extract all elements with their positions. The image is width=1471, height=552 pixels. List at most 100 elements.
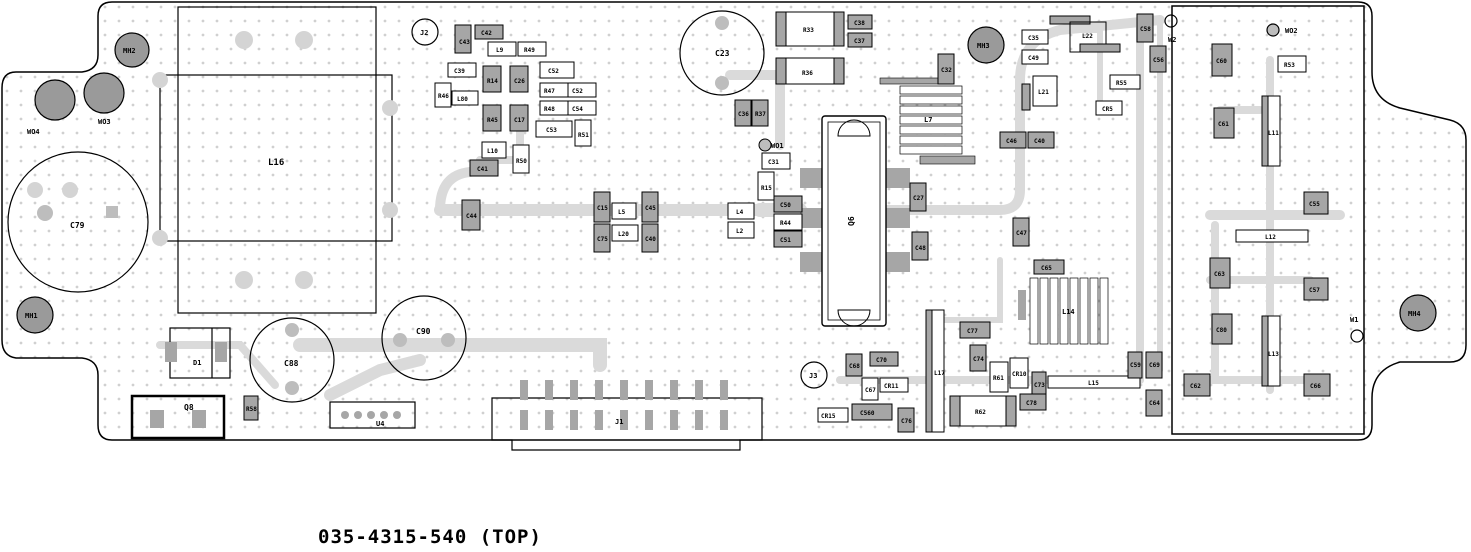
svg-text:R36: R36 (802, 70, 813, 77)
svg-text:C41: C41 (477, 166, 488, 173)
svg-text:L4: L4 (736, 209, 744, 216)
svg-text:L12: L12 (1265, 234, 1276, 241)
transistor-Q6: Q6 (800, 115, 910, 327)
label-L16: L16 (268, 158, 284, 168)
svg-text:R62: R62 (975, 409, 986, 416)
svg-text:C70: C70 (876, 357, 887, 364)
svg-text:CR5: CR5 (1102, 106, 1113, 113)
svg-text:R37: R37 (755, 111, 766, 118)
svg-text:C42: C42 (481, 30, 492, 37)
svg-text:C51: C51 (780, 237, 791, 244)
svg-text:C57: C57 (1309, 287, 1320, 294)
svg-text:Q6: Q6 (847, 216, 856, 226)
svg-text:C59: C59 (1130, 362, 1141, 369)
svg-text:C63: C63 (1214, 271, 1225, 278)
svg-text:C15: C15 (597, 205, 608, 212)
svg-text:R14: R14 (487, 78, 498, 85)
svg-text:C39: C39 (454, 68, 465, 75)
svg-text:C88: C88 (284, 359, 299, 368)
svg-text:L11: L11 (1268, 130, 1279, 137)
pcb-layout: L16 MH2 WO4 WO3 MH1 MH3 MH4 C79 C23 C90 … (1, 1, 1467, 451)
svg-text:C58: C58 (1140, 26, 1151, 33)
svg-text:MH1: MH1 (25, 312, 38, 320)
svg-text:C65: C65 (1041, 265, 1052, 272)
svg-text:R53: R53 (1284, 62, 1295, 69)
svg-text:C52: C52 (572, 88, 583, 95)
drawing-caption: 035-4315-540 (TOP) (318, 526, 542, 548)
svg-text:J1: J1 (615, 418, 623, 426)
svg-text:C54: C54 (572, 106, 583, 113)
inductor-L7: L7 (879, 77, 976, 165)
svg-text:C60: C60 (1216, 58, 1227, 65)
transistor-Q8: Q8 (130, 394, 226, 440)
svg-text:R51: R51 (578, 132, 589, 139)
svg-text:CR10: CR10 (1012, 371, 1027, 378)
svg-text:WO2: WO2 (1285, 27, 1298, 35)
svg-text:CR15: CR15 (821, 413, 836, 420)
svg-text:R61: R61 (993, 375, 1004, 382)
svg-text:MH4: MH4 (1408, 310, 1421, 318)
svg-text:R44: R44 (780, 220, 791, 227)
components: C43 C42 L9 R49 C39 R14 C26 C52 R46 L80 R… (243, 11, 1331, 433)
svg-text:C46: C46 (1006, 138, 1017, 145)
svg-text:C49: C49 (1028, 55, 1039, 62)
svg-text:C77: C77 (967, 328, 978, 335)
svg-text:C32: C32 (941, 67, 952, 74)
svg-text:C17: C17 (514, 117, 525, 124)
svg-text:L20: L20 (618, 231, 629, 238)
svg-text:C62: C62 (1190, 383, 1201, 390)
svg-text:L5: L5 (618, 209, 626, 216)
svg-text:C23: C23 (715, 49, 730, 58)
svg-text:C27: C27 (913, 195, 924, 202)
svg-text:C73: C73 (1034, 382, 1045, 389)
svg-text:C90: C90 (416, 327, 431, 336)
svg-text:L2: L2 (736, 228, 744, 235)
svg-text:L9: L9 (496, 47, 504, 54)
svg-text:R45: R45 (487, 117, 498, 124)
svg-text:C35: C35 (1028, 35, 1039, 42)
svg-text:WO1: WO1 (771, 142, 784, 150)
ic-U4: U4 (329, 401, 416, 429)
svg-text:C44: C44 (466, 213, 477, 220)
capacitor-C23: C23 (679, 10, 765, 96)
svg-text:L17: L17 (934, 370, 945, 377)
svg-text:W2: W2 (1168, 36, 1176, 44)
svg-text:C80: C80 (1216, 327, 1227, 334)
svg-text:R15: R15 (761, 185, 772, 192)
svg-text:C67: C67 (865, 387, 876, 394)
svg-text:WO3: WO3 (98, 118, 111, 126)
svg-text:R47: R47 (544, 88, 555, 95)
svg-text:R55: R55 (1116, 80, 1127, 87)
svg-text:L15: L15 (1088, 380, 1099, 387)
capacitor-C90: C90 (381, 295, 467, 381)
svg-text:C47: C47 (1016, 230, 1027, 237)
svg-text:D1: D1 (193, 359, 201, 367)
svg-text:Q8: Q8 (184, 403, 194, 412)
svg-text:C68: C68 (849, 363, 860, 370)
svg-text:J3: J3 (809, 372, 817, 380)
svg-text:R48: R48 (544, 106, 555, 113)
svg-text:C52: C52 (548, 68, 559, 75)
svg-text:L14: L14 (1062, 308, 1075, 316)
svg-text:C26: C26 (514, 78, 525, 85)
svg-text:C55: C55 (1309, 201, 1320, 208)
inductor-L16: L16 (152, 6, 398, 314)
svg-text:C37: C37 (854, 38, 865, 45)
svg-text:C56: C56 (1153, 57, 1164, 64)
svg-text:MH2: MH2 (123, 47, 136, 55)
svg-text:L7: L7 (924, 116, 932, 124)
svg-text:C48: C48 (915, 245, 926, 252)
svg-text:CR11: CR11 (884, 383, 899, 390)
svg-text:C79: C79 (70, 221, 85, 230)
board-outline (1, 1, 1467, 441)
svg-text:L80: L80 (457, 96, 468, 103)
svg-text:C45: C45 (645, 205, 656, 212)
svg-text:C560: C560 (860, 410, 875, 417)
svg-text:C40: C40 (1034, 138, 1045, 145)
inductor-L14: L14 (1018, 277, 1109, 345)
svg-text:C43: C43 (459, 39, 470, 46)
svg-text:C76: C76 (901, 418, 912, 425)
svg-text:C53: C53 (546, 127, 557, 134)
svg-text:R46: R46 (438, 93, 449, 100)
svg-text:W1: W1 (1350, 316, 1358, 324)
